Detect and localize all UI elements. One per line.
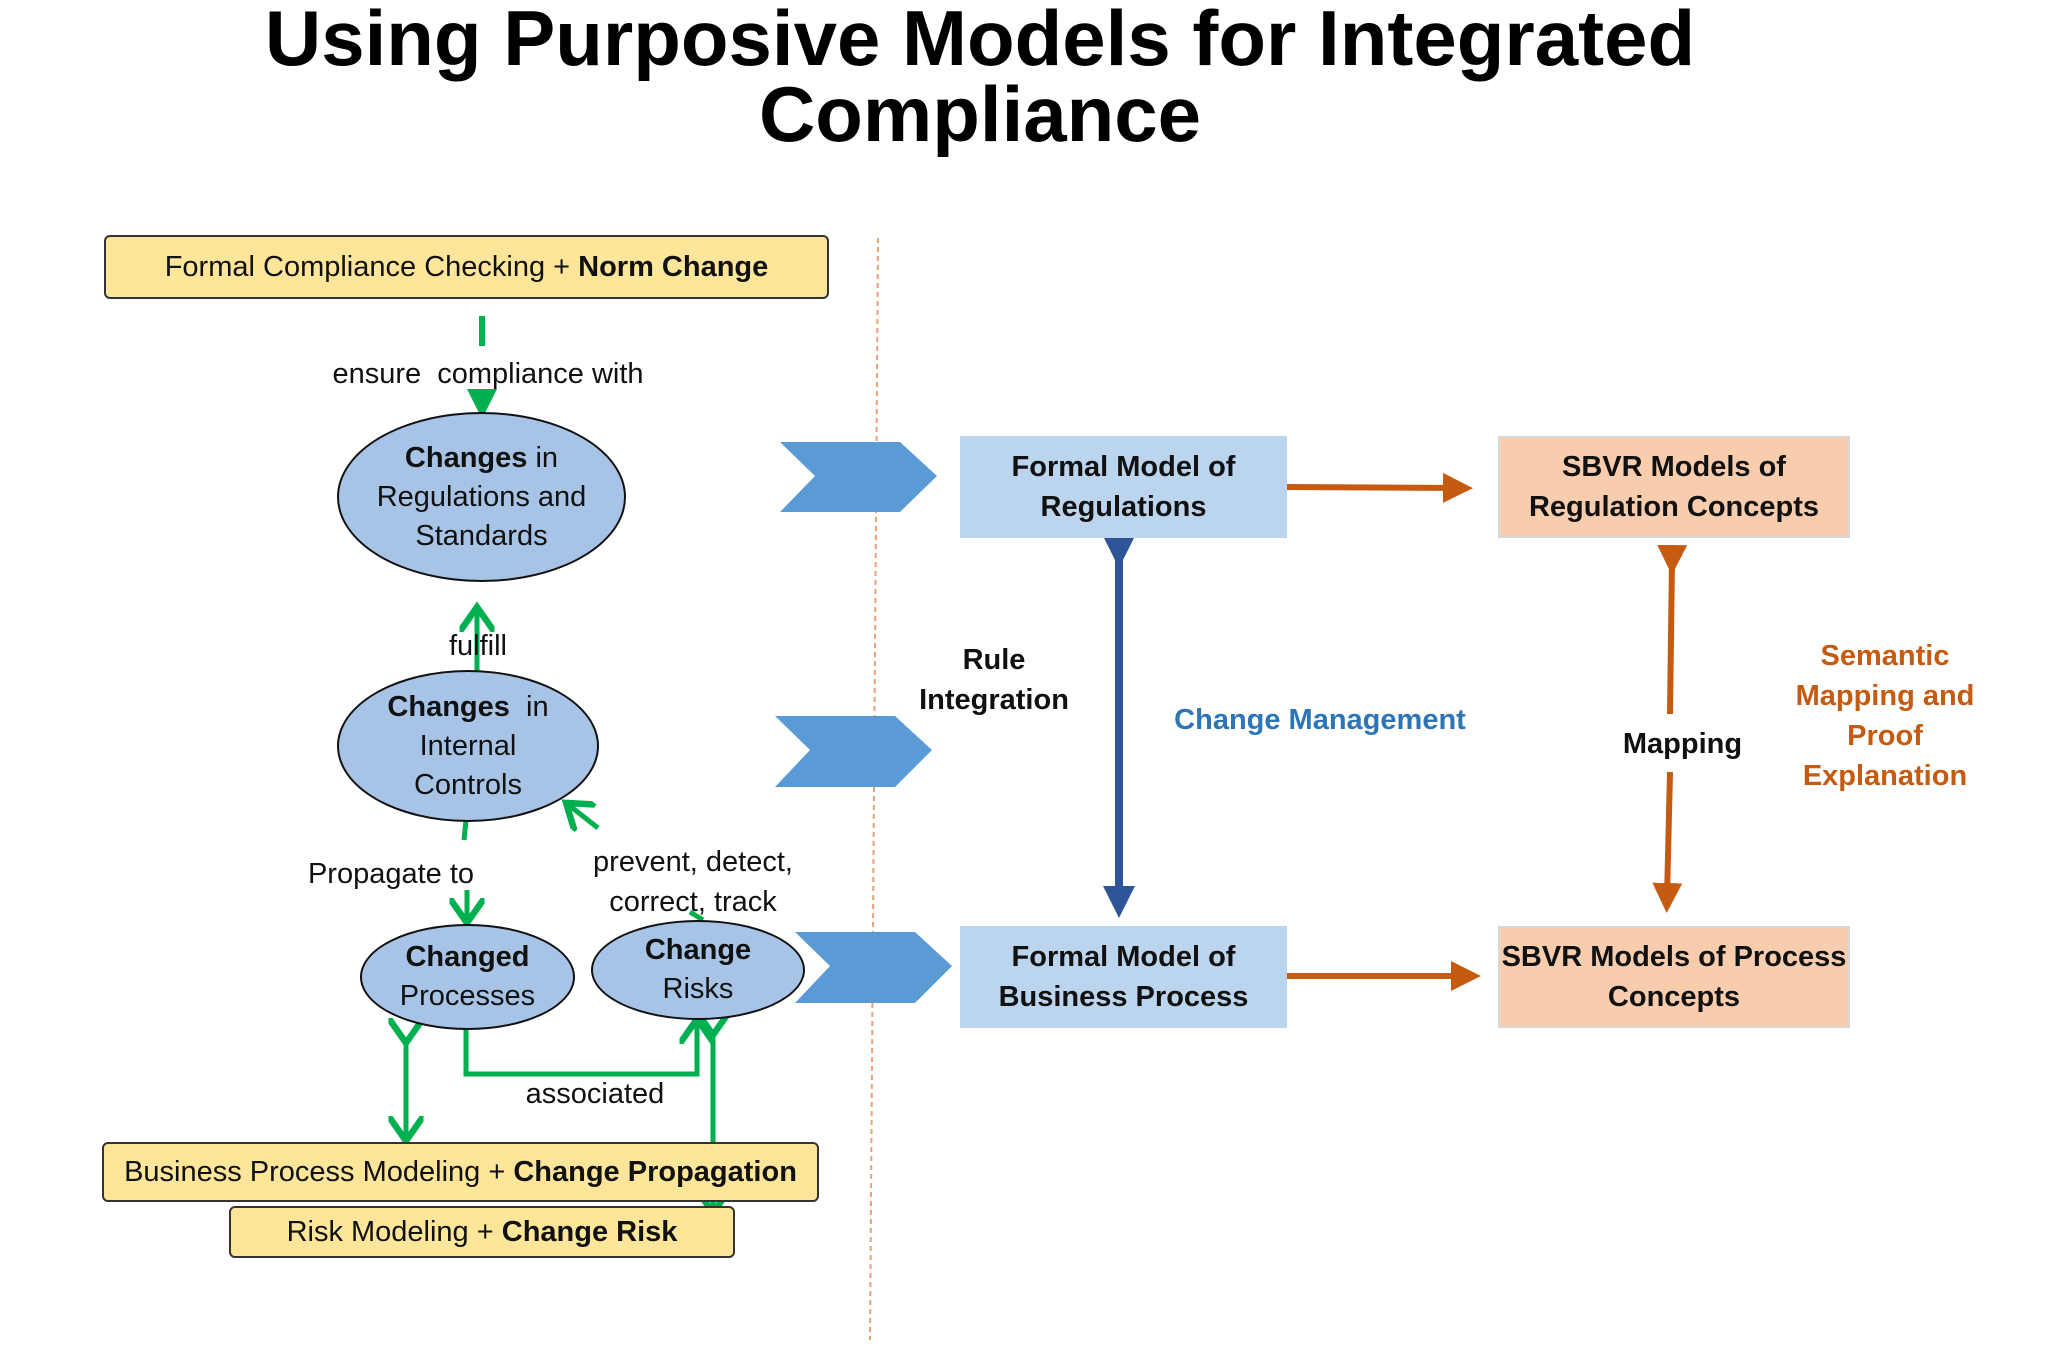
ellipse-bold-text: Changed [405, 941, 530, 973]
ellipse-text: Processes [399, 980, 536, 1012]
ellipse-text: Internal [419, 729, 517, 762]
chevron-arrow-icon [775, 716, 932, 787]
formal-model-regulations-box: Formal Model of Regulations [960, 436, 1287, 538]
change-risk-text: Change Risk [501, 1215, 678, 1248]
prevent-detect-label: prevent, detect, correct, track [578, 842, 808, 922]
ellipse-bold-text: Changes [387, 690, 510, 723]
regulations-to-sbvr-arrow [1283, 472, 1473, 503]
ellipse-text: in [509, 690, 549, 723]
norm-change-text: Norm Change [578, 250, 769, 283]
propagate-arrow [461, 819, 469, 841]
risk-modeling-text: Risk Modeling + [286, 1215, 502, 1248]
sbvr-regulation-concepts-box: SBVR Models of Regulation Concepts [1498, 436, 1850, 538]
change-propagation-text: Change Propagation [513, 1155, 797, 1188]
ellipse-text: in [527, 441, 559, 474]
sbvr-process-concepts-box: SBVR Models of Process Concepts [1498, 926, 1850, 1028]
title-line-2: Compliance [758, 70, 1202, 158]
rule-integration-line-2: Integration [919, 684, 1069, 716]
semantic-line-1: Semantic [1820, 640, 1950, 672]
box-line-1: Formal Model of [1011, 941, 1236, 973]
prevent-line-1: prevent, detect, [593, 846, 793, 878]
business-process-modeling-box: Business Process Modeling + Change Propa… [102, 1142, 819, 1202]
box-line-2: Regulations [1040, 491, 1207, 523]
associated-connector [463, 1024, 697, 1077]
mapping-arrow-bottom [1652, 771, 1683, 913]
formal-model-business-process-box: Formal Model of Business Process [960, 926, 1287, 1028]
box-line-1: SBVR Models of Process [1501, 941, 1847, 973]
semantic-line-4: Explanation [1802, 760, 1968, 792]
prevent-arrow [570, 806, 600, 828]
changed-processes-ellipse: Changed Processes [360, 924, 575, 1030]
chevron-arrow-icon [795, 932, 952, 1003]
semantic-line-2: Mapping and [1795, 680, 1975, 712]
box-line-2: Business Process [998, 981, 1249, 1013]
ellipse-text: Controls [413, 768, 522, 801]
associated-label: associated [525, 1078, 665, 1110]
changes-in-regulations-ellipse: Changes in Regulations and Standards [337, 412, 626, 582]
ellipse-bold-text: Changes [404, 441, 528, 474]
box-line-1: SBVR Models of [1562, 451, 1786, 483]
divider-line [869, 237, 879, 1341]
slide-title: Using Purposive Models for Integrated Co… [200, 0, 1760, 158]
changes-in-internal-controls-ellipse: Changes in Internal Controls [337, 670, 599, 822]
change-risks-ellipse: Change Risks [591, 920, 805, 1020]
ellipse-text: Standards [415, 519, 548, 552]
risk-modeling-box: Risk Modeling + Change Risk [229, 1206, 735, 1258]
formal-compliance-box: Formal Compliance Checking + Norm Change [104, 235, 829, 299]
formal-compliance-text: Formal Compliance Checking + [164, 250, 579, 283]
mapping-arrow-top [1657, 544, 1688, 715]
prevent-arrow-tail [688, 909, 705, 923]
change-management-label: Change Management [1174, 704, 1466, 736]
prevent-line-2: correct, track [609, 886, 777, 918]
propagate-to-label: Propagate to [307, 858, 475, 890]
rule-integration-line-1: Rule [962, 644, 1026, 676]
bpm-text: Business Process Modeling + [124, 1155, 514, 1188]
semantic-mapping-label: Semantic Mapping and Proof Explanation [1770, 636, 2000, 796]
box-line-2: Regulation Concepts [1528, 491, 1819, 523]
ensure-compliance-label: ensure compliance with [332, 358, 644, 390]
mapping-label: Mapping [1622, 728, 1743, 760]
chevron-arrow-icon [780, 442, 937, 512]
ellipse-bold-text: Change [644, 934, 752, 966]
rule-integration-label: Rule Integration [904, 640, 1084, 720]
ellipse-text: Risks [662, 973, 734, 1005]
title-line-1: Using Purposive Models for Integrated [264, 0, 1696, 82]
ellipse-text: Regulations and [376, 480, 587, 513]
semantic-line-3: Proof [1847, 720, 1923, 752]
fulfill-label: fulfill [448, 630, 507, 662]
box-line-1: Formal Model of [1011, 451, 1236, 483]
box-line-2: Concepts [1607, 981, 1741, 1013]
